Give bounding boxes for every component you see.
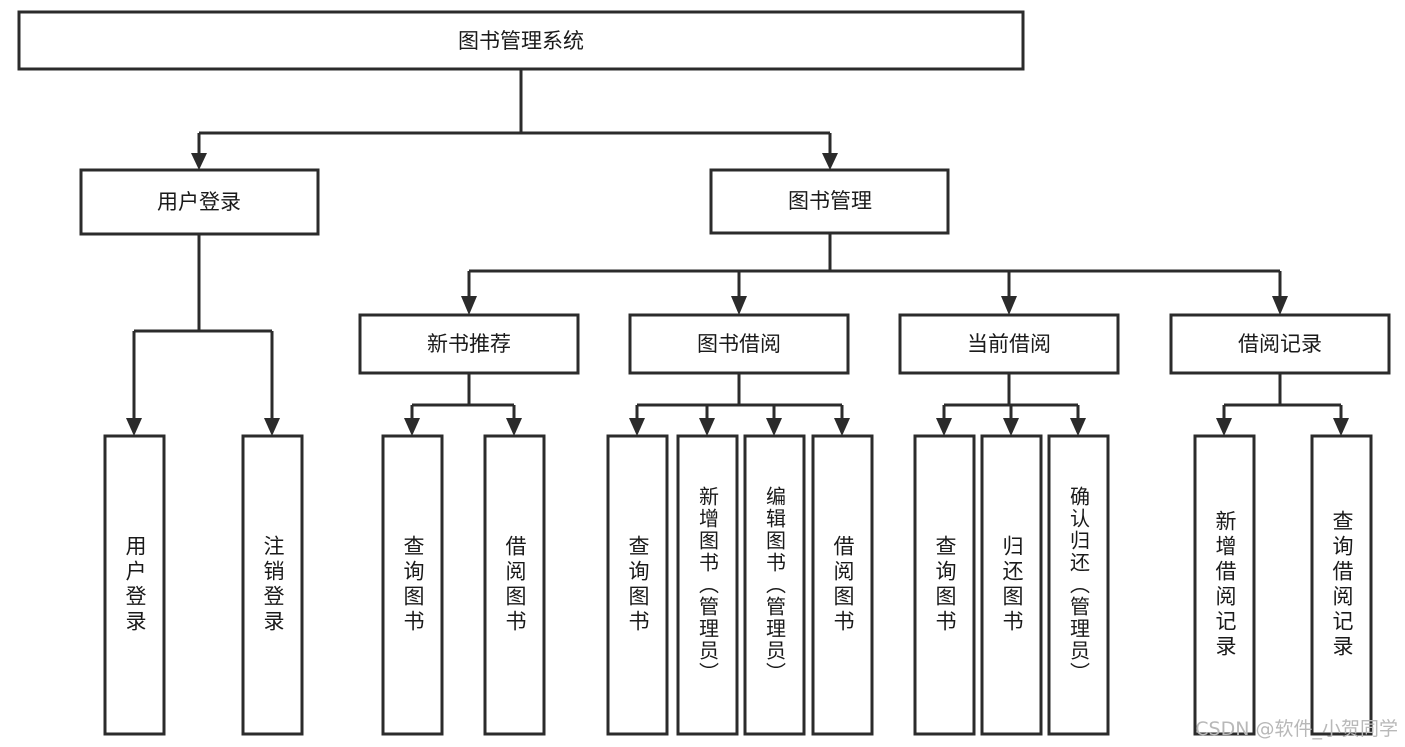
node-borrow-record-label: 借阅记录 bbox=[1238, 332, 1322, 356]
leaf-current-borrow-1[interactable]: 查询图书 bbox=[913, 434, 976, 736]
leaf-user-login-2-label: 注销登录 bbox=[261, 535, 285, 635]
node-new-book-recommend-box[interactable] bbox=[358, 313, 580, 375]
arrowhead-leaf-newbook-2 bbox=[506, 418, 522, 436]
leaf-current-borrow-3[interactable]: 确认归还（管理员） bbox=[1047, 434, 1110, 736]
node-user-login[interactable]: 用户登录 bbox=[79, 168, 320, 236]
leaf-book-borrow-4-textwrap: 借阅图书 bbox=[831, 535, 855, 635]
arrowhead-leaf-borrowrecord-2 bbox=[1333, 418, 1349, 436]
leaf-borrow-record-2-textwrap: 查询借阅记录 bbox=[1330, 510, 1354, 660]
leaf-current-borrow-3-label: 确认归还（管理员） bbox=[1066, 486, 1091, 684]
leaf-current-borrow-2-textwrap: 归还图书 bbox=[1000, 535, 1024, 635]
node-book-borrow-box[interactable] bbox=[628, 313, 850, 375]
leaf-book-borrow-3-box[interactable] bbox=[743, 434, 806, 736]
node-current-borrow[interactable]: 当前借阅 bbox=[898, 313, 1120, 375]
leaf-user-login-1-box[interactable] bbox=[103, 434, 166, 736]
node-book-management[interactable]: 图书管理 bbox=[709, 168, 950, 235]
arrowhead-leaf-currentborrow-3 bbox=[1070, 418, 1086, 436]
leaf-current-borrow-3-textwrap: 确认归还（管理员） bbox=[1066, 486, 1091, 684]
leaf-current-borrow-2-label: 归还图书 bbox=[1000, 535, 1024, 635]
watermark-label: CSDN @软件_小贺同学 bbox=[1195, 718, 1398, 740]
leaf-new-book-1-textwrap: 查询图书 bbox=[401, 535, 425, 635]
leaf-user-login-1[interactable]: 用户登录 bbox=[103, 434, 166, 736]
node-root-box[interactable] bbox=[17, 10, 1025, 71]
leaf-user-login-2[interactable]: 注销登录 bbox=[241, 434, 304, 736]
leaf-book-borrow-4[interactable]: 借阅图书 bbox=[811, 434, 874, 736]
arrowhead-new-book bbox=[461, 296, 477, 315]
leaf-borrow-record-1[interactable]: 新增借阅记录 bbox=[1193, 434, 1256, 736]
leaf-book-borrow-4-label: 借阅图书 bbox=[831, 535, 855, 635]
leaf-current-borrow-2-box[interactable] bbox=[980, 434, 1043, 736]
leaf-book-borrow-2[interactable]: 新增图书（管理员） bbox=[676, 434, 739, 736]
leaf-new-book-2-textwrap: 借阅图书 bbox=[503, 535, 527, 635]
arrowhead-leaf-currentborrow-2 bbox=[1003, 418, 1019, 436]
leaf-book-borrow-2-box[interactable] bbox=[676, 434, 739, 736]
leaf-user-login-2-box[interactable] bbox=[241, 434, 304, 736]
node-book-borrow[interactable]: 图书借阅 bbox=[628, 313, 850, 375]
arrowhead-leaf-newbook-1 bbox=[404, 418, 420, 436]
leaf-book-borrow-1-box[interactable] bbox=[606, 434, 669, 736]
arrowhead-leaf-user-2 bbox=[264, 418, 280, 436]
leaf-current-borrow-2[interactable]: 归还图书 bbox=[980, 434, 1043, 736]
node-borrow-record[interactable]: 借阅记录 bbox=[1169, 313, 1391, 375]
leaf-book-borrow-4-box[interactable] bbox=[811, 434, 874, 736]
leaf-new-book-2[interactable]: 借阅图书 bbox=[483, 434, 546, 736]
leaf-user-login-1-textwrap: 用户登录 bbox=[123, 535, 147, 635]
arrowhead-user-login bbox=[191, 153, 207, 170]
node-new-book-recommend-label: 新书推荐 bbox=[427, 332, 511, 356]
node-current-borrow-label: 当前借阅 bbox=[967, 332, 1051, 356]
leaf-book-borrow-3[interactable]: 编辑图书（管理员） bbox=[743, 434, 806, 736]
leaf-book-borrow-3-label: 编辑图书（管理员） bbox=[762, 486, 787, 684]
arrowhead-leaf-bookborrow-2 bbox=[699, 418, 715, 436]
leaf-current-borrow-1-textwrap: 查询图书 bbox=[933, 535, 957, 635]
leaf-borrow-record-2-box[interactable] bbox=[1310, 434, 1373, 736]
leaf-borrow-record-1-textwrap: 新增借阅记录 bbox=[1213, 510, 1237, 660]
arrowhead-leaf-currentborrow-1 bbox=[936, 418, 952, 436]
arrowhead-leaf-bookborrow-3 bbox=[766, 418, 782, 436]
arrowhead-borrow-record bbox=[1272, 296, 1288, 315]
leaf-new-book-2-box[interactable] bbox=[483, 434, 546, 736]
node-root-label: 图书管理系统 bbox=[458, 29, 584, 53]
arrowhead-book-manage bbox=[822, 153, 838, 170]
arrowhead-book-borrow bbox=[731, 296, 747, 315]
leaf-borrow-record-2-label: 查询借阅记录 bbox=[1330, 510, 1354, 660]
node-user-login-label: 用户登录 bbox=[157, 190, 241, 214]
leaf-user-login-1-label: 用户登录 bbox=[123, 535, 147, 635]
node-book-management-label: 图书管理 bbox=[788, 189, 872, 213]
leaf-borrow-record-1-box[interactable] bbox=[1193, 434, 1256, 736]
leaf-user-login-2-textwrap: 注销登录 bbox=[261, 535, 285, 635]
node-current-borrow-box[interactable] bbox=[898, 313, 1120, 375]
leaf-new-book-2-label: 借阅图书 bbox=[503, 535, 527, 635]
leaf-borrow-record-2[interactable]: 查询借阅记录 bbox=[1310, 434, 1373, 736]
leaf-new-book-1-label: 查询图书 bbox=[401, 535, 425, 635]
leaf-book-borrow-1-label: 查询图书 bbox=[626, 535, 650, 635]
arrowhead-current-borrow bbox=[1001, 296, 1017, 315]
leaf-borrow-record-1-label: 新增借阅记录 bbox=[1213, 510, 1237, 660]
node-borrow-record-box[interactable] bbox=[1169, 313, 1391, 375]
leaf-book-borrow-1-textwrap: 查询图书 bbox=[626, 535, 650, 635]
node-user-login-box[interactable] bbox=[79, 168, 320, 236]
leaf-book-borrow-1[interactable]: 查询图书 bbox=[606, 434, 669, 736]
node-book-management-box[interactable] bbox=[709, 168, 950, 235]
arrowhead-leaf-borrowrecord-1 bbox=[1216, 418, 1232, 436]
leaf-book-borrow-3-textwrap: 编辑图书（管理员） bbox=[762, 486, 787, 684]
leaf-current-borrow-1-label: 查询图书 bbox=[933, 535, 957, 635]
arrowhead-leaf-user-1 bbox=[126, 418, 142, 436]
leaf-book-borrow-2-label: 新增图书（管理员） bbox=[695, 486, 720, 684]
connector-layer bbox=[126, 69, 1349, 436]
leaf-new-book-1[interactable]: 查询图书 bbox=[381, 434, 444, 736]
arrowhead-leaf-bookborrow-1 bbox=[629, 418, 645, 436]
leaf-book-borrow-2-textwrap: 新增图书（管理员） bbox=[695, 486, 720, 684]
node-root[interactable]: 图书管理系统 bbox=[17, 10, 1025, 71]
node-new-book-recommend[interactable]: 新书推荐 bbox=[358, 313, 580, 375]
node-book-borrow-label: 图书借阅 bbox=[697, 332, 781, 356]
leaf-current-borrow-3-box[interactable] bbox=[1047, 434, 1110, 736]
leaf-new-book-1-box[interactable] bbox=[381, 434, 444, 736]
leaf-current-borrow-1-box[interactable] bbox=[913, 434, 976, 736]
arrowhead-leaf-bookborrow-4 bbox=[834, 418, 850, 436]
